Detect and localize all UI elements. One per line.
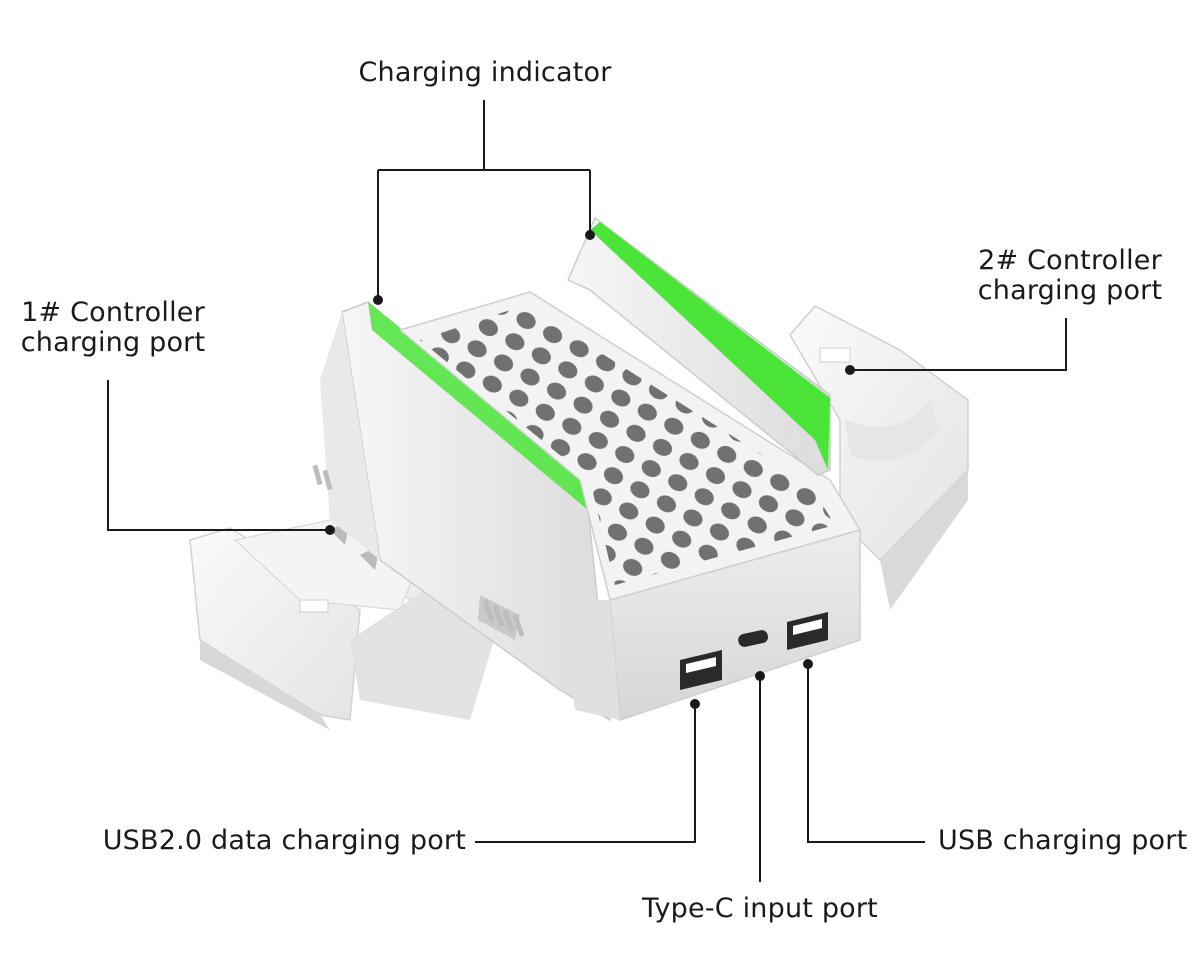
callout-dots <box>325 230 855 709</box>
leader-lines <box>107 100 1067 882</box>
charging-indicator-leader <box>377 100 591 298</box>
callout-dot <box>690 699 700 709</box>
controller-1-label: 1# Controller charging port <box>0 298 226 358</box>
callout-dot <box>373 295 383 305</box>
right-wall <box>567 216 831 476</box>
controller-1-label-line1: 1# Controller <box>21 297 205 328</box>
usb-charging-port-label: USB charging port <box>938 825 1188 856</box>
usb2-data-port-label: USB2.0 data charging port <box>102 825 466 856</box>
left-wall <box>312 301 611 722</box>
usb-charging-port <box>787 612 828 650</box>
controller-1-label-line2: charging port <box>20 327 206 358</box>
controller-2-leader <box>850 318 1067 371</box>
usb2-port <box>680 650 722 690</box>
controller-1-leader <box>107 380 330 531</box>
port-block <box>560 529 861 722</box>
controller-2-label-line2: charging port <box>977 275 1163 306</box>
callout-dot <box>585 230 595 240</box>
usb-charging-leader <box>807 664 925 843</box>
type-c-port-label: Type-C input port <box>642 893 878 924</box>
charging-indicator-label: Charging indicator <box>358 57 612 88</box>
controller-2-label-line1: 2# Controller <box>978 245 1162 276</box>
type-c-port <box>738 630 769 647</box>
callout-dot <box>325 525 335 535</box>
charging-indicator-led <box>590 222 830 470</box>
callout-dot <box>803 659 813 669</box>
callout-dot <box>755 671 765 681</box>
controller-2-label: 2# Controller charging port <box>968 246 1172 306</box>
usb2-leader <box>475 704 696 843</box>
callout-dot <box>845 365 855 375</box>
